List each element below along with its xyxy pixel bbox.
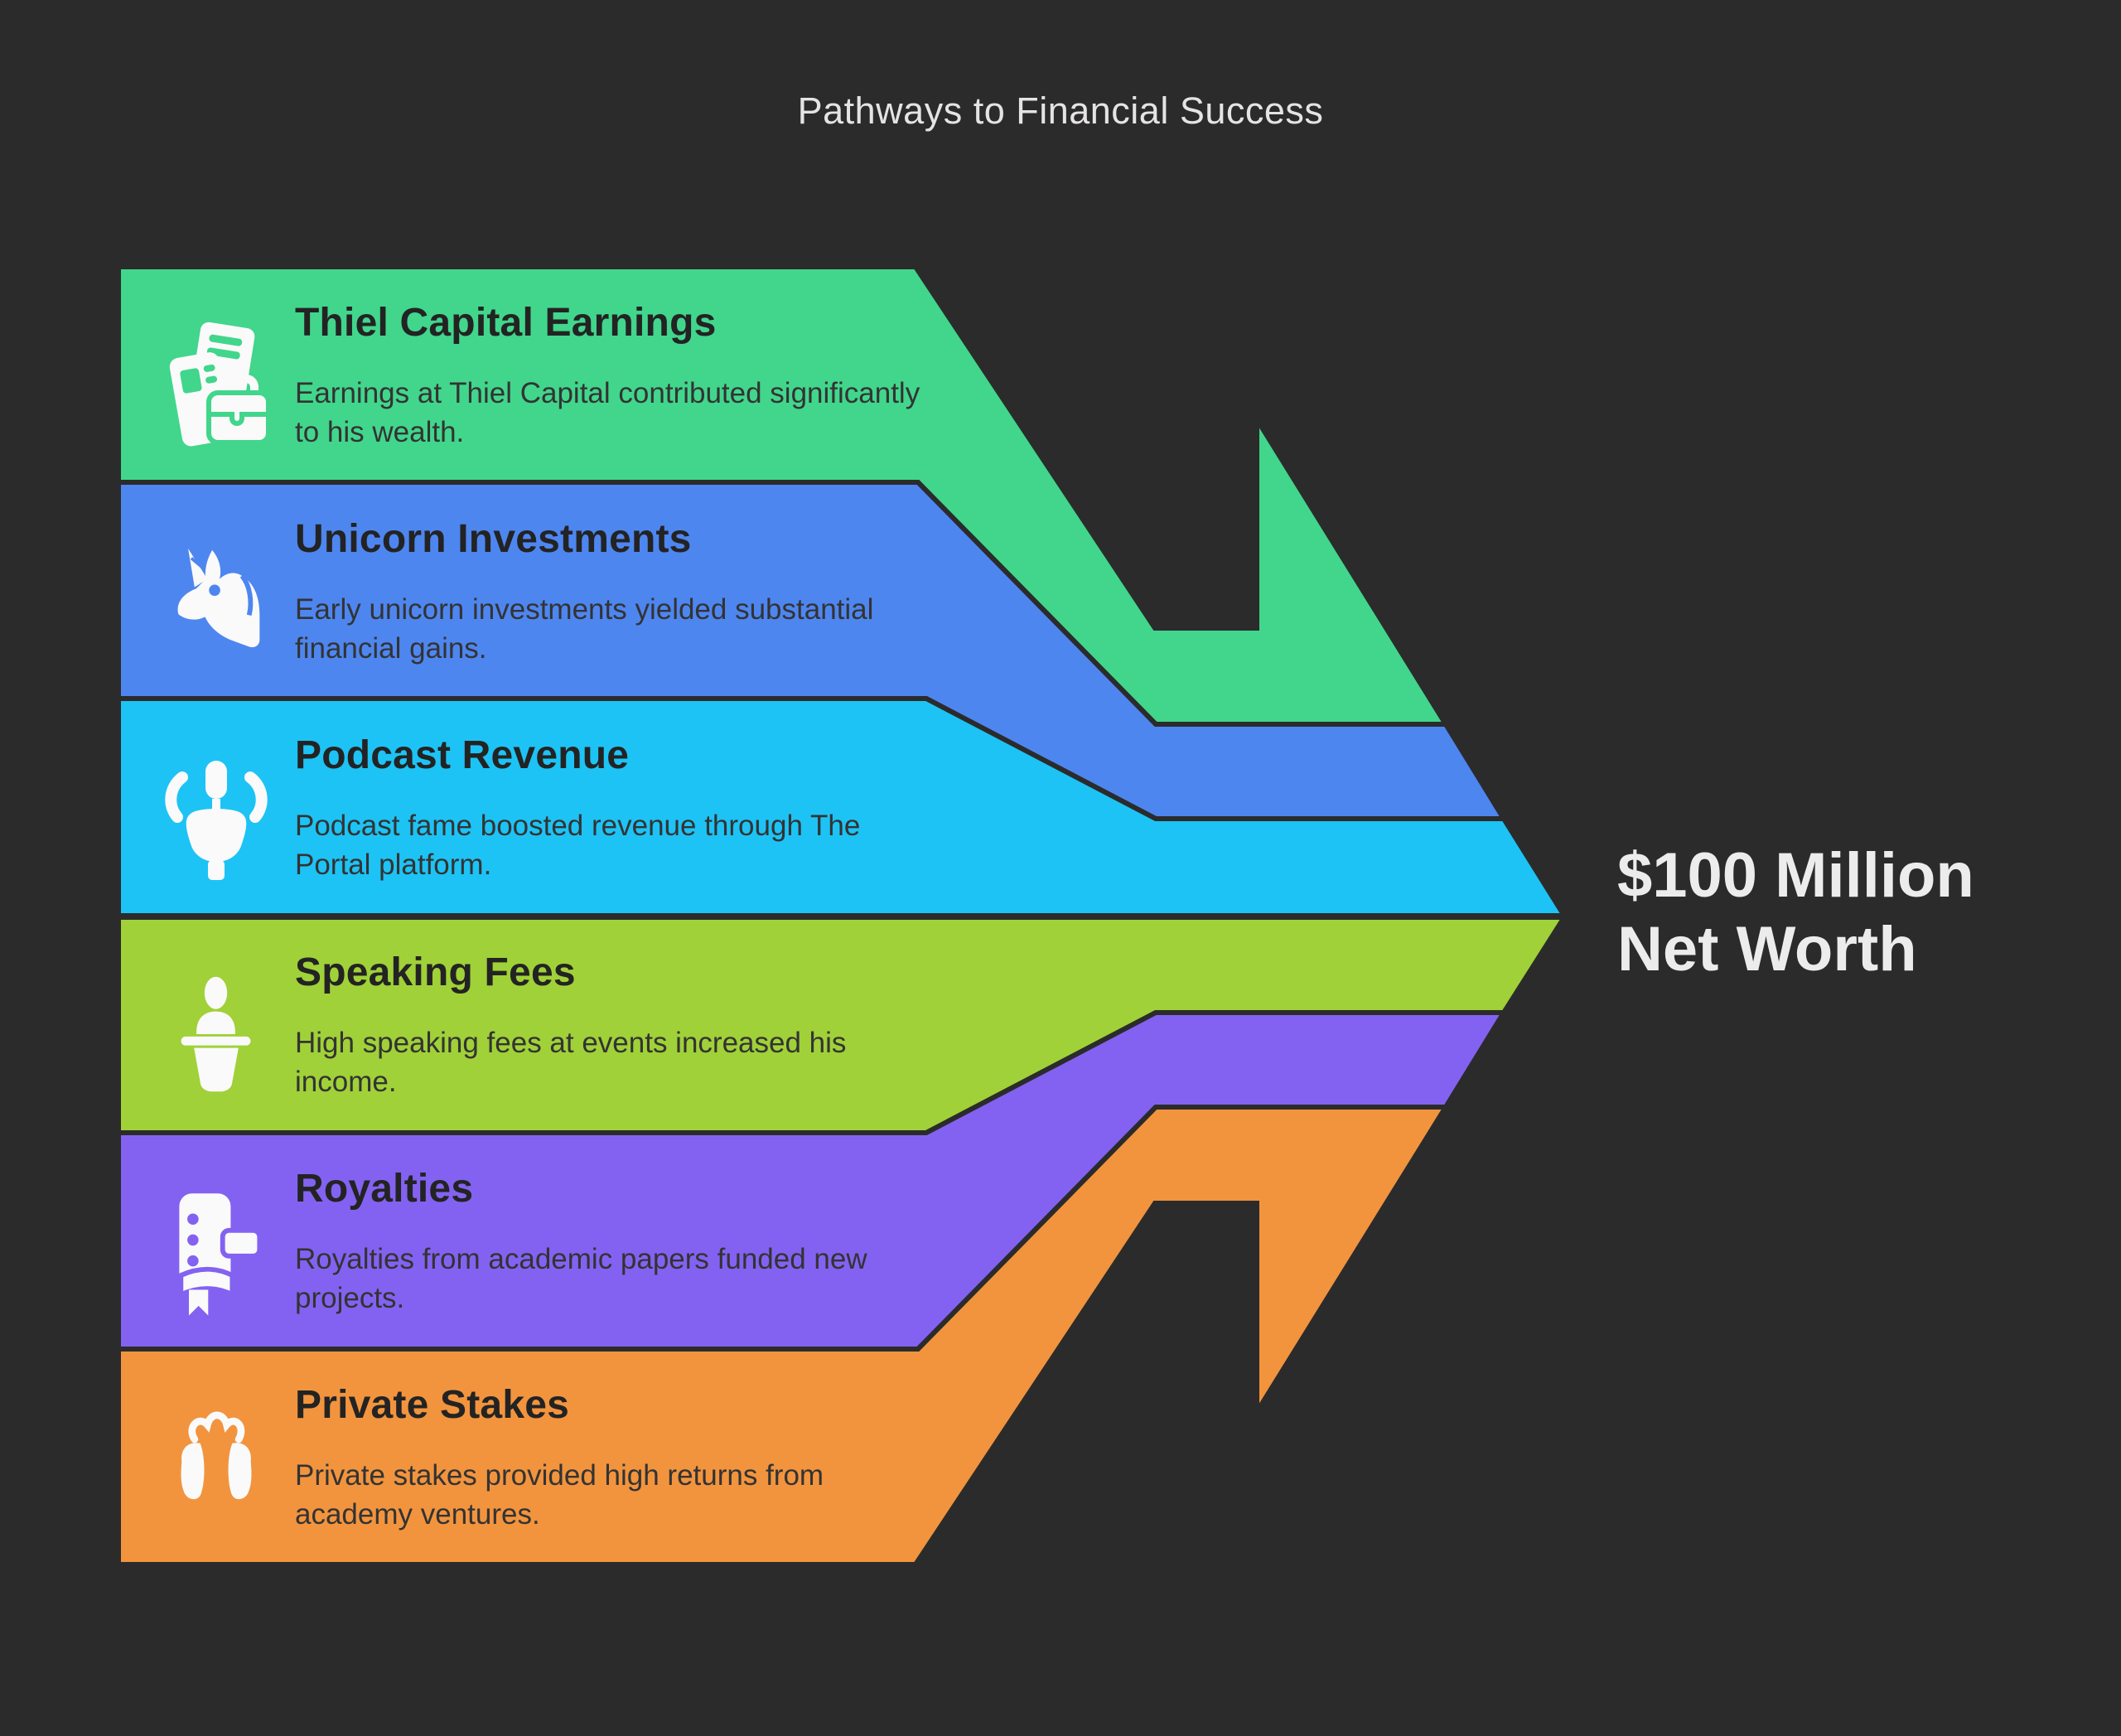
two-people-icon-svg (181, 1411, 252, 1500)
podcast-microphone-icon-svg (165, 761, 268, 880)
speaker-podium-icon-svg (181, 976, 251, 1092)
two-people-icon (164, 1402, 268, 1526)
band-description: Podcast fame boosted revenue through The… (295, 810, 861, 881)
band-text-podcast: Podcast Revenue Podcast fame boosted rev… (295, 733, 974, 884)
band-text-private-stakes: Private Stakes Private stakes provided h… (295, 1382, 974, 1534)
unicorn-icon-svg (177, 548, 260, 648)
net-worth-line1: $100 Million (1617, 840, 1974, 911)
net-worth-line2: Net Worth (1617, 914, 1917, 984)
band-description: Earnings at Thiel Capital contributed si… (295, 377, 920, 448)
band-title: Podcast Revenue (295, 733, 630, 777)
documents-briefcase-icon-svg (169, 322, 271, 447)
band-text-thiel-capital: Thiel Capital Earnings Earnings at Thiel… (295, 300, 974, 452)
band-description: Early unicorn investments yielded substa… (295, 593, 874, 665)
band-description: Royalties from academic papers funded ne… (295, 1243, 867, 1314)
unicorn-icon (164, 537, 268, 661)
band-text-royalties: Royalties Royalties from academic papers… (295, 1166, 974, 1318)
band-title: Royalties (295, 1167, 474, 1211)
band-text-unicorn: Unicorn Investments Early unicorn invest… (295, 516, 974, 668)
band-text-speaking-fees: Speaking Fees High speaking fees at even… (295, 950, 974, 1101)
book-royalties-icon (163, 1182, 268, 1321)
speaker-podium-icon (166, 968, 267, 1100)
net-worth-result: $100 Million Net Worth (1617, 839, 1974, 986)
band-title: Thiel Capital Earnings (295, 301, 717, 345)
band-description: Private stakes provided high returns fro… (295, 1459, 824, 1530)
band-title: Unicorn Investments (295, 517, 692, 561)
page-title: Pathways to Financial Success (797, 89, 1324, 132)
band-title: Speaking Fees (295, 950, 576, 994)
podcast-microphone-icon (162, 751, 270, 883)
book-royalties-icon-svg (178, 1193, 263, 1316)
band-title: Private Stakes (295, 1383, 570, 1427)
band-shape-private-stakes (116, 1105, 1451, 1567)
band-description: High speaking fees at events increased h… (295, 1027, 847, 1098)
documents-briefcase-icon (162, 317, 272, 466)
